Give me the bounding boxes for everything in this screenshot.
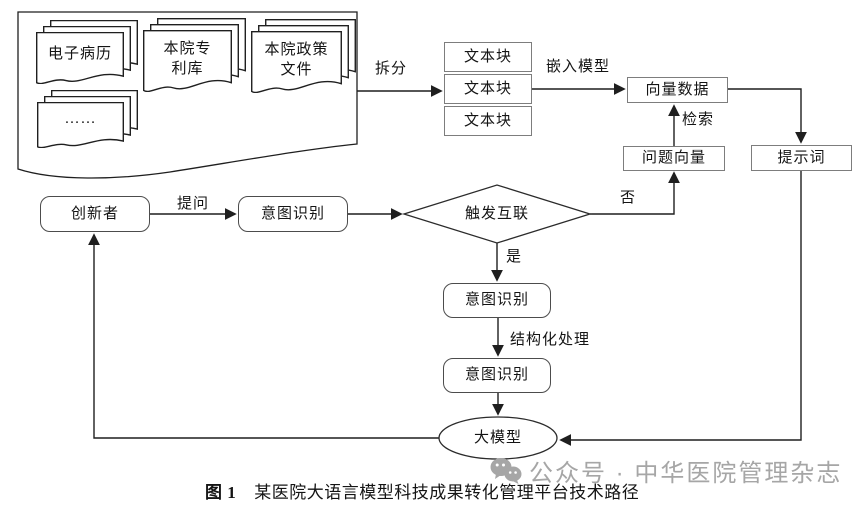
figure-caption: 图 1 某医院大语言模型科技成果转化管理平台技术路径 bbox=[205, 478, 639, 503]
watermark: 公众号 · 中华医院管理杂志 bbox=[490, 453, 842, 488]
edge-label-embed: 嵌入模型 bbox=[545, 58, 610, 75]
decision-diamond-label: 触发互联 bbox=[464, 205, 529, 222]
edge-label-yes: 是 bbox=[505, 248, 522, 265]
node-text-block-2: 文本块 bbox=[444, 74, 532, 104]
edge-label-split: 拆分 bbox=[374, 60, 407, 77]
edge-label-structured: 结构化处理 bbox=[509, 331, 590, 348]
node-vector-data: 向量数据 bbox=[627, 77, 728, 103]
wechat-icon bbox=[490, 457, 522, 484]
node-text-block-1: 文本块 bbox=[444, 42, 532, 72]
edge-prompt-to-model bbox=[559, 170, 802, 446]
node-intent-top: 意图识别 bbox=[238, 196, 348, 232]
decision-diamond-shape bbox=[401, 184, 593, 244]
edge-label-no: 否 bbox=[619, 189, 636, 206]
stack-label-more: …… bbox=[64, 110, 97, 127]
stack-label-policy: 本院政策 文件 bbox=[264, 41, 329, 78]
big-model-label: 大模型 bbox=[473, 429, 522, 446]
node-text-block-3: 文本块 bbox=[444, 106, 532, 136]
stack-label-patents: 本院专 利库 bbox=[163, 40, 212, 77]
watermark-text: 公众号 · 中华医院管理杂志 bbox=[529, 460, 843, 487]
figure-caption-title: 某医院大语言模型科技成果转化管理平台技术路径 bbox=[254, 483, 640, 502]
node-question-vector: 问题向量 bbox=[623, 146, 725, 171]
node-prompt: 提示词 bbox=[751, 145, 852, 171]
edge-label-ask: 提问 bbox=[176, 195, 209, 212]
node-intent-mid: 意图识别 bbox=[443, 283, 551, 318]
edge-decision-no bbox=[590, 171, 680, 215]
edge-model-feedback bbox=[88, 233, 440, 439]
node-innovator: 创新者 bbox=[40, 196, 150, 232]
node-intent-low: 意图识别 bbox=[443, 358, 551, 393]
edge-label-retrieve: 检索 bbox=[681, 111, 714, 128]
edge-vector-to-prompt bbox=[728, 88, 807, 144]
stack-label-emr: 电子病历 bbox=[47, 45, 112, 62]
figure-caption-number: 图 1 bbox=[205, 483, 237, 502]
